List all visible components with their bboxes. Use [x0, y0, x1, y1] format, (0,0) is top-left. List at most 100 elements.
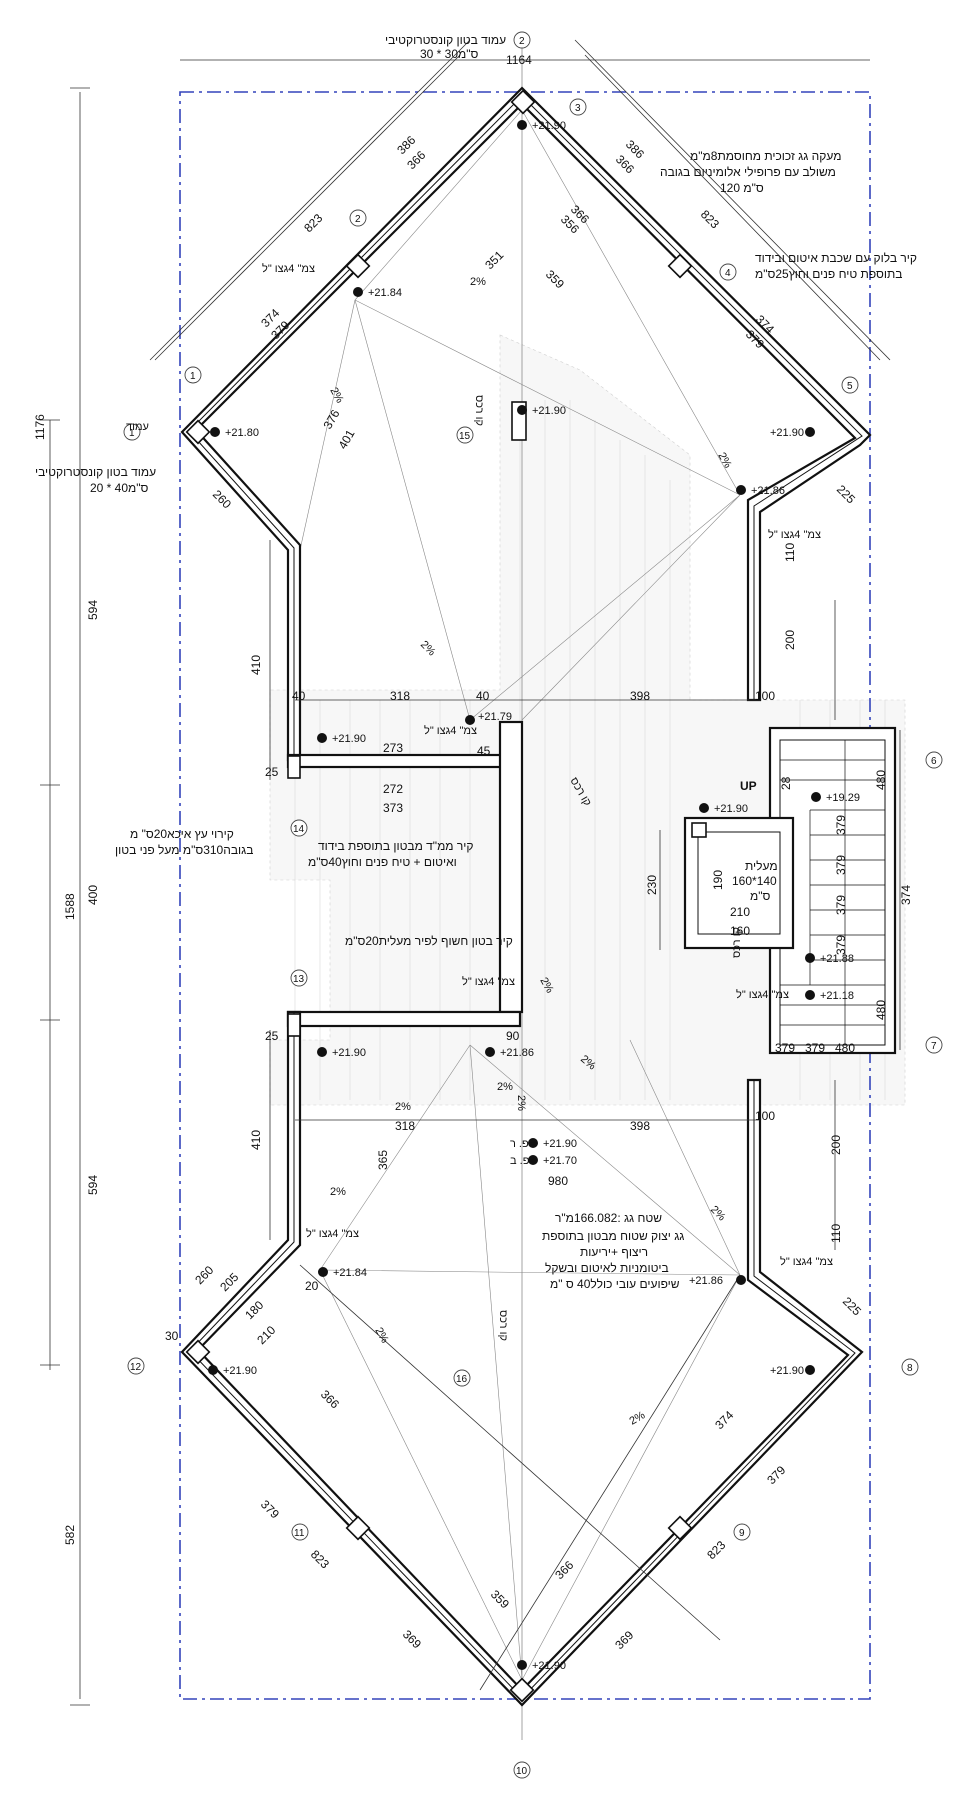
svg-text:צמ" 4גצו "ל: צמ" 4גצו "ל [736, 988, 789, 1001]
svg-text:379: 379 [834, 935, 848, 955]
svg-text:120 ס"מ: 120 ס"מ [720, 181, 764, 195]
svg-text:40: 40 [476, 689, 490, 703]
svg-text:+21.86: +21.86 [689, 1275, 723, 1287]
svg-text:ס"מ: ס"מ [750, 889, 771, 903]
svg-text:190: 190 [711, 870, 725, 890]
svg-text:2%: 2% [395, 1101, 411, 1113]
svg-text:+21.90: +21.90 [543, 1138, 577, 1150]
svg-text:+21.84: +21.84 [368, 287, 402, 299]
svg-text:5: 5 [847, 381, 853, 392]
svg-text:עמוד בטון קונסטרוקטיבי: עמוד בטון קונסטרוקטיבי [385, 33, 506, 47]
svg-text:273: 273 [383, 741, 403, 755]
svg-text:230: 230 [645, 875, 659, 895]
svg-text:45: 45 [477, 744, 491, 758]
svg-text:13: 13 [293, 974, 305, 985]
level-markers: +21.90 +21.84 +21.80 +21.90 +21.90 +21.8… [208, 120, 860, 1672]
svg-text:גג יצוק שטוח מבטון בתוספת: גג יצוק שטוח מבטון בתוספת [542, 1229, 684, 1243]
svg-text:582: 582 [63, 1525, 77, 1545]
svg-text:225: 225 [840, 1294, 864, 1318]
svg-text:+21.90: +21.90 [223, 1365, 257, 1377]
svg-text:398: 398 [630, 689, 650, 703]
svg-text:1: 1 [129, 428, 135, 439]
svg-text:398: 398 [630, 1119, 650, 1133]
svg-text:20 * 40ס"מ: 20 * 40ס"מ [90, 481, 149, 495]
svg-text:365: 365 [376, 1150, 390, 1170]
svg-text:+21.88: +21.88 [820, 953, 854, 965]
svg-text:2: 2 [519, 36, 525, 47]
svg-text:2%: 2% [628, 1409, 648, 1427]
svg-text:410: 410 [249, 1130, 263, 1150]
svg-text:374: 374 [712, 1408, 736, 1432]
svg-text:379: 379 [834, 855, 848, 875]
svg-text:9: 9 [739, 1528, 745, 1539]
svg-text:359: 359 [488, 1587, 512, 1611]
svg-text:צמ" 4גצו "ל: צמ" 4גצו "ל [780, 1255, 833, 1268]
svg-text:שטח גג :166.082מ"ר: שטח גג :166.082מ"ר [555, 1211, 662, 1225]
svg-text:100: 100 [755, 1109, 775, 1123]
svg-text:272: 272 [383, 782, 403, 796]
svg-text:318: 318 [390, 689, 410, 703]
svg-text:קירוי עץ איכא20ס" מ: קירוי עץ איכא20ס" מ [130, 827, 234, 841]
svg-text:4: 4 [725, 268, 731, 279]
svg-text:480: 480 [874, 770, 888, 790]
svg-text:ביטומניות לאיטום ובשקל: ביטומניות לאיטום ובשקל [545, 1261, 669, 1275]
svg-text:קיר בטון חשוף לפיר מעלית20ס"מ: קיר בטון חשוף לפיר מעלית20ס"מ [345, 934, 513, 948]
svg-text:1176: 1176 [33, 414, 47, 440]
svg-text:6: 6 [931, 756, 937, 767]
svg-text:משולב עם פרופילי אלומיניום בגו: משולב עם פרופילי אלומיניום בגובה [660, 165, 836, 179]
svg-text:373: 373 [383, 801, 403, 815]
svg-text:200: 200 [829, 1135, 843, 1155]
svg-text:+21.90: +21.90 [532, 120, 566, 132]
svg-text:823: 823 [698, 207, 722, 231]
svg-text:+21.90: +21.90 [714, 803, 748, 815]
svg-text:+21.80: +21.80 [225, 427, 259, 439]
svg-text:25: 25 [265, 1029, 279, 1043]
svg-text:3: 3 [575, 103, 581, 114]
svg-text:2%: 2% [497, 1081, 513, 1093]
svg-text:+21.90: +21.90 [332, 1047, 366, 1059]
svg-text:+21.86: +21.86 [500, 1047, 534, 1059]
svg-text:+21.90: +21.90 [332, 733, 366, 745]
svg-text:+21.90: +21.90 [770, 1365, 804, 1377]
svg-text:קיר ממ"ד מבטון בתוספת בידוד: קיר ממ"ד מבטון בתוספת בידוד [318, 839, 474, 853]
svg-text:366: 366 [552, 1558, 576, 1582]
svg-text:+19.29: +19.29 [826, 792, 860, 804]
svg-text:410: 410 [249, 655, 263, 675]
svg-text:90: 90 [506, 1029, 520, 1043]
svg-text:30 * 30ס"מ: 30 * 30ס"מ [420, 47, 479, 61]
svg-text:1588: 1588 [63, 893, 77, 920]
svg-text:+21.84: +21.84 [333, 1267, 367, 1279]
dimension-values: 1164 823 823 386 366 386 366 356 366 351… [165, 53, 913, 1652]
svg-text:2%: 2% [327, 386, 345, 406]
svg-text:100: 100 [755, 689, 775, 703]
svg-text:עמוד בטון קונסטרוקטיבי: עמוד בטון קונסטרוקטיבי [35, 465, 156, 479]
svg-text:379: 379 [834, 895, 848, 915]
svg-text:+21.90: +21.90 [532, 1660, 566, 1672]
svg-text:2%: 2% [372, 1326, 390, 1346]
svg-text:110: 110 [829, 1224, 843, 1243]
svg-text:2%: 2% [715, 451, 733, 471]
svg-text:480: 480 [835, 1041, 855, 1055]
svg-text:28: 28 [779, 776, 793, 790]
svg-text:400: 400 [86, 885, 100, 905]
svg-text:366: 366 [318, 1387, 342, 1411]
svg-text:8: 8 [907, 1363, 913, 1374]
stair-core [683, 726, 897, 1055]
svg-text:קו רכס: קו רכס [473, 395, 485, 426]
svg-text:2%: 2% [708, 1204, 728, 1224]
svg-text:2%: 2% [515, 1095, 527, 1111]
svg-text:צמ" 4גצו "ל: צמ" 4גצו "ל [462, 975, 515, 988]
svg-text:קו רכס: קו רכס [497, 1310, 509, 1341]
svg-text:980: 980 [548, 1174, 568, 1188]
svg-text:+21.90: +21.90 [770, 427, 804, 439]
svg-text:379: 379 [834, 815, 848, 835]
svg-text:שיפועים עובי כולל40 ס "מ: שיפועים עובי כולל40 ס "מ [550, 1277, 680, 1291]
svg-text:200: 200 [783, 630, 797, 650]
svg-text:10: 10 [516, 1766, 528, 1777]
svg-text:עמוד: עמוד [126, 421, 149, 433]
svg-text:369: 369 [612, 1628, 636, 1652]
svg-text:823: 823 [301, 211, 325, 235]
svg-text:379: 379 [775, 1041, 795, 1055]
svg-text:376: 376 [320, 407, 342, 432]
svg-text:40: 40 [292, 689, 306, 703]
